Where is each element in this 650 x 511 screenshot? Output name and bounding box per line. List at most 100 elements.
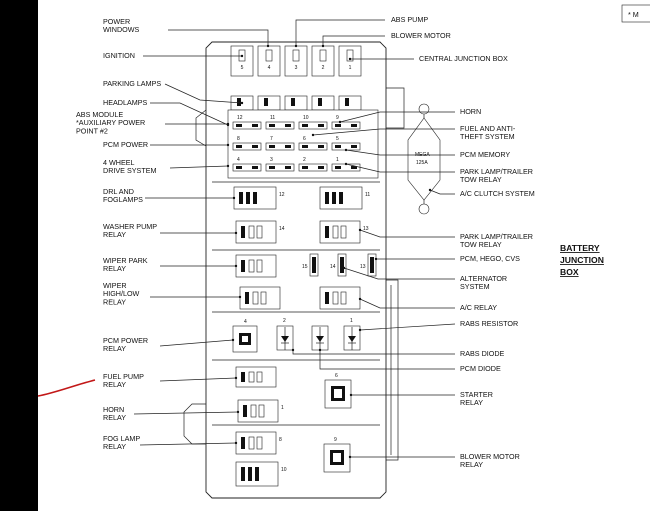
left-label-10-line-2: RELAY <box>103 297 126 306</box>
left-label-6-line-1: DRIVE SYSTEM <box>103 166 157 175</box>
mini-fuse-7: 7 <box>265 136 295 151</box>
relay-number: 13 <box>363 226 369 232</box>
mega-fuse: MEGA 125A <box>407 103 441 215</box>
left-label-10-line-0: WIPER <box>103 281 127 290</box>
relay-fog-lamp: 8 <box>235 431 282 455</box>
left-label-7-line-0: DRL AND <box>103 187 134 196</box>
right-label-1-line-0: BLOWER MOTOR <box>391 31 451 40</box>
right-label-10-line-0: ALTERNATOR <box>460 274 507 283</box>
corner-tag-box <box>621 4 650 23</box>
right-label-12-line-0: RABS RESISTOR <box>460 319 518 328</box>
right-label-16-line-1: RELAY <box>460 460 483 469</box>
relay-number: 9 <box>334 437 337 443</box>
right-label-3-line-0: HORN <box>460 107 481 116</box>
mini-fuse-11: 11 <box>265 115 295 130</box>
left-label-5-line-0: PCM POWER <box>103 140 148 149</box>
mini-fuse-number: 2 <box>303 157 306 163</box>
left-label-0-line-1: WINDOWS <box>103 25 140 34</box>
mini-fuse-number: 1 <box>336 157 339 163</box>
title-line-2: JUNCTION <box>560 255 604 265</box>
small-fuse-15: 15 <box>302 253 319 277</box>
mini-fuse-3: 3 <box>265 157 295 172</box>
relay-lower: 10 <box>235 461 287 487</box>
left-label-2-line-0: PARKING LAMPS <box>103 79 161 88</box>
right-label-11-line-0: A/C RELAY <box>460 303 497 312</box>
title-line-3: BOX <box>560 267 579 277</box>
relay-wiper-high-low <box>239 286 281 310</box>
rabs-resistor: 1 <box>343 318 361 351</box>
small-fuse-number: 13 <box>360 264 366 270</box>
relay-fuel-pump <box>235 366 277 388</box>
relay-blower-motor: 9 <box>323 437 351 473</box>
corner-tag: * M <box>628 10 639 19</box>
relay-park-lamp-upper: 11 <box>319 186 370 210</box>
mini-fuse-number: 7 <box>270 136 273 142</box>
mini-fuse-10: 10 <box>298 115 328 130</box>
right-label-8-line-0: PARK LAMP/TRAILER <box>460 232 533 241</box>
right-label-5-line-0: PCM MEMORY <box>460 150 510 159</box>
component-number: 2 <box>283 318 286 324</box>
mini-fuse-number: 4 <box>237 157 240 163</box>
left-label-9-line-0: WIPER PARK <box>103 256 148 265</box>
red-pointer-arrow <box>37 379 96 397</box>
mini-fuse-8: 8 <box>232 136 262 151</box>
right-label-2-line-0: CENTRAL JUNCTION BOX <box>419 54 508 63</box>
diagram-title: BATTERY JUNCTION BOX <box>560 243 604 277</box>
right-label-9-line-0: PCM, HEGO, CVS <box>460 254 520 263</box>
right-label-10-line-1: SYSTEM <box>460 282 490 291</box>
left-label-11-line-1: RELAY <box>103 344 126 353</box>
relay-ac <box>319 286 361 310</box>
title-line-1: BATTERY <box>560 243 600 253</box>
left-label-3-line-0: HEADLAMPS <box>103 98 148 107</box>
small-fuse-number: 14 <box>330 264 336 270</box>
left-label-10-line-1: HIGH/LOW <box>103 289 140 298</box>
mini-fuse-6: 6 <box>298 136 328 151</box>
maxi-fuse-number: 4 <box>268 65 271 71</box>
left-label-13-line-1: RELAY <box>103 413 126 422</box>
relay-park-lamp-trailer: 13 <box>319 220 369 244</box>
right-label-15-line-1: RELAY <box>460 398 483 407</box>
left-label-7-line-1: FOGLAMPS <box>103 195 143 204</box>
left-label-12-line-1: RELAY <box>103 380 126 389</box>
right-label-16-line-0: BLOWER MOTOR <box>460 452 520 461</box>
left-label-4-line-0: ABS MODULE <box>76 110 123 119</box>
mini-fuse-number: 11 <box>270 115 275 121</box>
maxi-fuse-4: 4 <box>257 45 281 111</box>
left-label-0-line-0: POWER <box>103 17 130 26</box>
left-label-6-line-0: 4 WHEEL <box>103 158 135 167</box>
mini-fuse-number: 8 <box>237 136 240 142</box>
left-label-4-line-2: POINT #2 <box>76 126 108 135</box>
maxi-fuse-number: 5 <box>241 65 244 71</box>
relay-number: 12 <box>279 192 285 198</box>
left-label-8-line-1: RELAY <box>103 230 126 239</box>
right-label-14-line-0: PCM DIODE <box>460 364 501 373</box>
maxi-fuse-number: 2 <box>322 65 325 71</box>
small-fuse-number: 15 <box>302 264 308 270</box>
relay-number: 14 <box>279 226 285 232</box>
relay-number: 1 <box>281 405 284 411</box>
mini-fuse-4: 4 <box>232 157 262 172</box>
mini-fuse-12: 12 <box>232 115 262 130</box>
left-label-9-line-1: RELAY <box>103 264 126 273</box>
right-label-13-line-0: RABS DIODE <box>460 349 505 358</box>
right-label-6-line-1: TOW RELAY <box>460 175 502 184</box>
relay-horn: 1 <box>237 399 284 423</box>
pcm-diode <box>311 325 329 351</box>
left-label-1-line-0: IGNITION <box>103 51 135 60</box>
relay-starter: 6 <box>324 373 352 409</box>
relay-drl-foglamps: 12 <box>233 186 285 210</box>
relay-number: 4 <box>244 319 247 325</box>
leader-lines <box>133 19 456 459</box>
relay-blocks: 12 11 14 13 1 8 10 15 14 13 4 2 1 6 9 <box>232 186 377 487</box>
mini-fuse-2: 2 <box>298 157 328 172</box>
right-label-6-line-0: PARK LAMP/TRAILER <box>460 167 533 176</box>
right-label-7-line-0: A/C CLUTCH SYSTEM <box>460 189 535 198</box>
mini-fuse-number: 3 <box>270 157 273 163</box>
mini-fuse-number: 12 <box>237 115 243 121</box>
left-label-13-line-0: HORN <box>103 405 124 414</box>
